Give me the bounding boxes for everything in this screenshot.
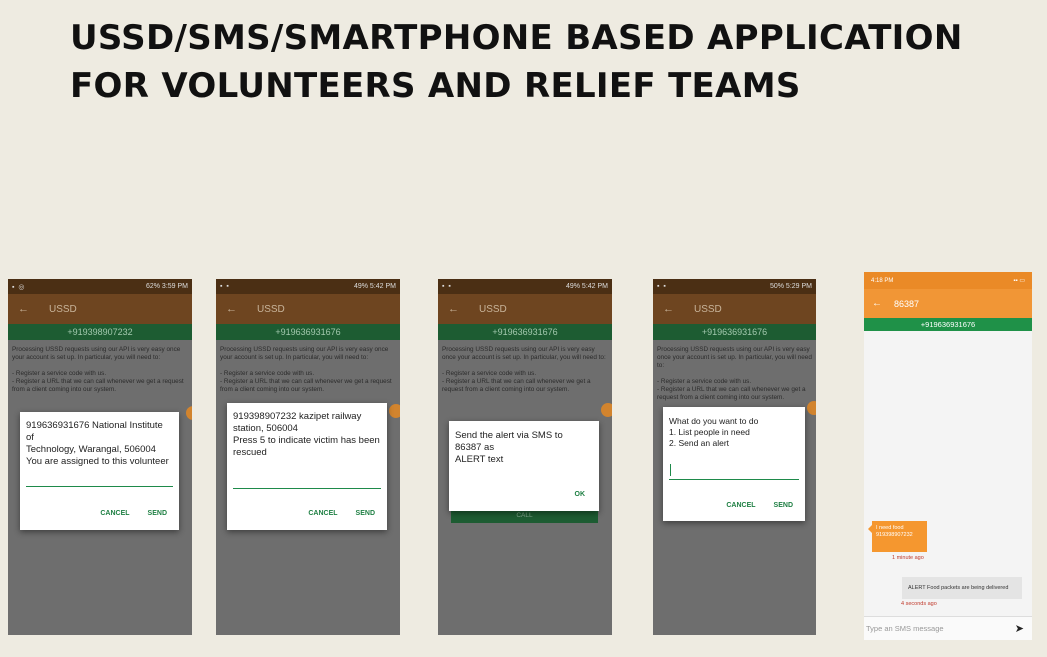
- dialog-line: 86387 as: [455, 442, 495, 453]
- ok-button[interactable]: OK: [574, 491, 586, 498]
- back-arrow-icon[interactable]: ←: [18, 303, 29, 315]
- dialog-line: Send the alert via SMS to: [455, 430, 563, 441]
- outgoing-timestamp: 4 seconds ago: [901, 601, 937, 607]
- status-bar: ▪ ◎62% 3:59 PM: [8, 279, 192, 294]
- back-arrow-icon[interactable]: ←: [226, 303, 237, 315]
- dialog-line: 2. Send an alert: [669, 438, 730, 448]
- phone-number-bar: +919636931676: [216, 324, 400, 340]
- title-line-2: FOR VOLUNTEERS AND RELIEF TEAMS: [70, 66, 801, 106]
- status-bar: ▪ ▪50% 5:29 PM: [653, 279, 816, 294]
- phone-number-bar: +919636931676: [864, 318, 1032, 331]
- back-arrow-icon[interactable]: ←: [872, 298, 882, 309]
- sms-screen: 4:18 PM▪▪ ▭ ← 86387 +919636931676 I need …: [864, 272, 1032, 640]
- app-bar: ← 86387: [864, 289, 1032, 318]
- dialog-line: What do you want to do: [669, 416, 759, 426]
- status-bar: ▪ ▪49% 5:42 PM: [438, 279, 612, 294]
- cancel-button[interactable]: CANCEL: [726, 502, 756, 509]
- dialog-line: 919398907232 kazipet railway: [233, 411, 362, 422]
- ussd-dialog: Send the alert via SMS to 86387 as ALERT…: [449, 421, 599, 511]
- app-bar: ← USSD: [8, 294, 192, 324]
- ussd-dialog: 919398907232 kazipet railway station, 50…: [227, 403, 387, 530]
- ussd-info-text: Processing USSD requests using our API i…: [442, 346, 606, 393]
- phone-number-bar: +919636931676: [653, 324, 816, 340]
- back-arrow-icon[interactable]: ←: [663, 303, 674, 315]
- app-title: USSD: [49, 303, 77, 315]
- dialog-line: 1. List people in need: [669, 427, 750, 437]
- fab-button[interactable]: [186, 406, 192, 420]
- ussd-dialog: 919636931676 National Institute of Techn…: [20, 412, 179, 530]
- call-button[interactable]: CALL: [451, 509, 598, 523]
- app-bar: ← USSD: [216, 294, 400, 324]
- dialog-line: Technology, Warangal, 506004: [26, 444, 156, 455]
- phone-number-bar: +919636931676: [438, 324, 612, 340]
- send-button[interactable]: SEND: [773, 502, 793, 509]
- app-title: USSD: [479, 303, 507, 315]
- back-arrow-icon[interactable]: ←: [448, 303, 459, 315]
- cancel-button[interactable]: CANCEL: [308, 510, 338, 517]
- slide-title: USSD/SMS/SMARTPHONE BASED APPLICATION FO…: [70, 14, 963, 110]
- dialog-line: rescued: [233, 447, 267, 458]
- incoming-timestamp: 1 minute ago: [892, 555, 924, 561]
- sms-input[interactable]: Type an SMS message ➤: [864, 616, 1032, 640]
- ussd-info-text: Processing USSD requests using our API i…: [657, 346, 812, 401]
- fab-button[interactable]: [601, 403, 612, 417]
- phone-screen-4: ▪ ▪50% 5:29 PM ← USSD +919636931676 Proce…: [653, 279, 816, 635]
- app-bar: ← USSD: [438, 294, 612, 324]
- status-bar: ▪ ▪49% 5:42 PM: [216, 279, 400, 294]
- reply-input[interactable]: [26, 486, 173, 487]
- fab-button[interactable]: [807, 401, 816, 415]
- send-button[interactable]: SEND: [355, 510, 375, 517]
- dialog-line: station, 506004: [233, 423, 298, 434]
- dialog-line: ALERT text: [455, 454, 504, 465]
- dialog-line: 919636931676 National Institute of: [26, 420, 163, 443]
- app-title: USSD: [257, 303, 285, 315]
- send-arrow-icon[interactable]: ➤: [1014, 623, 1024, 635]
- dialog-line: Press 5 to indicate victim has been: [233, 435, 380, 446]
- phone-screen-1: ▪ ◎62% 3:59 PM ← USSD +919398907232 Proce…: [8, 279, 192, 635]
- reply-input[interactable]: [233, 488, 381, 489]
- dialog-line: You are assigned to this volunteer: [26, 456, 169, 467]
- cancel-button[interactable]: CANCEL: [100, 510, 130, 517]
- app-bar: ← USSD: [653, 294, 816, 324]
- phone-screen-2: ▪ ▪49% 5:42 PM ← USSD +919636931676 Proce…: [216, 279, 400, 635]
- incoming-message[interactable]: I need food 919398907232: [868, 521, 927, 552]
- title-line-1: USSD/SMS/SMARTPHONE BASED APPLICATION: [70, 18, 963, 58]
- reply-input[interactable]: [669, 479, 799, 480]
- text-cursor: [670, 464, 671, 476]
- app-title: USSD: [694, 303, 722, 315]
- phone-screen-3: ▪ ▪49% 5:42 PM ← USSD +919636931676 Proce…: [438, 279, 612, 635]
- fab-button[interactable]: [389, 404, 400, 418]
- outgoing-message[interactable]: ALERT Food packets are being delivered: [902, 577, 1022, 599]
- contact-name: 86387: [894, 298, 920, 309]
- ussd-dialog: What do you want to do 1. List people in…: [663, 407, 805, 521]
- phone-number-bar: +919398907232: [8, 324, 192, 340]
- status-bar: 4:18 PM▪▪ ▭: [864, 272, 1032, 289]
- send-button[interactable]: SEND: [147, 510, 167, 517]
- ussd-info-text: Processing USSD requests using our API i…: [220, 346, 392, 393]
- ussd-info-text: Processing USSD requests using our API i…: [12, 346, 184, 393]
